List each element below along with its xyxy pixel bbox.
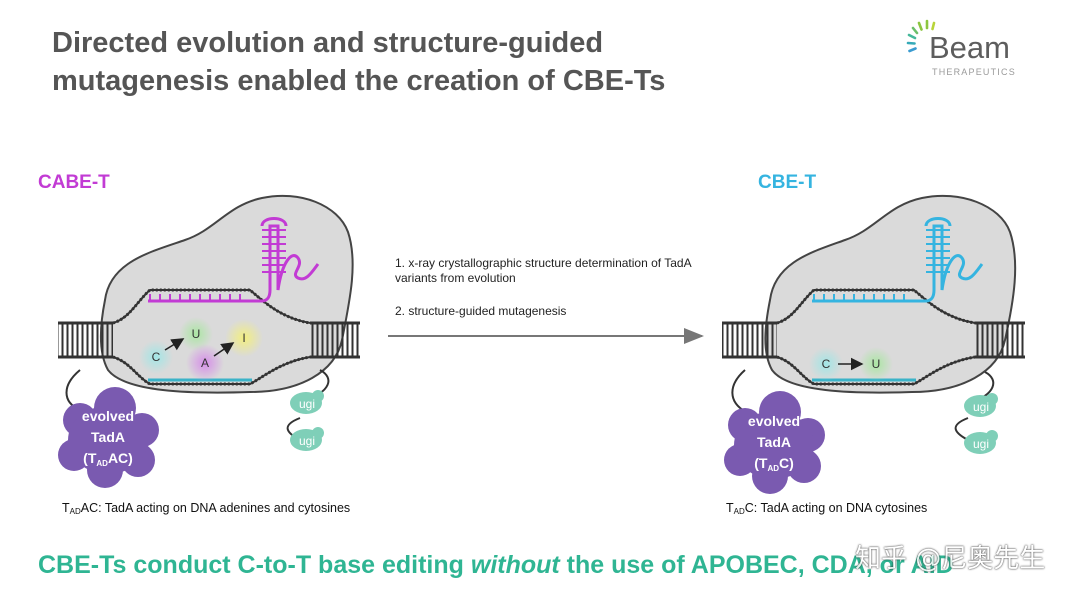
cbe-t-complex: C U evolved TadA (TADC) ugi ugi [722, 194, 1025, 494]
cabe-t-caption: TADAC: TadA acting on DNA adenines and c… [62, 501, 351, 516]
guide-rna-hairpin [262, 229, 286, 273]
cas9-protein-shape [99, 194, 354, 394]
base-i: I [242, 331, 245, 345]
guide-rna [148, 224, 320, 303]
dna-duplex-left [58, 323, 113, 357]
ugi-protein-right-1: ugi [964, 393, 998, 417]
title-line-2: mutagenesis enabled the creation of CBE-… [52, 65, 666, 97]
dna-duplex-right [310, 323, 360, 357]
step-2: 2. structure-guided mutagenesis [395, 304, 567, 318]
svg-text:ugi: ugi [299, 397, 315, 411]
evolved-tada-enzyme: evolved TadA (TADAC) [58, 387, 159, 488]
svg-text:ugi: ugi [299, 434, 315, 448]
base-c-right: C [822, 357, 831, 371]
cabe-t-title: CABE-T [38, 172, 110, 193]
svg-text:(TADC): (TADC) [754, 455, 794, 473]
logo-sunburst-icon [906, 19, 936, 53]
guide-rna-right [812, 224, 984, 303]
title-line-1: Directed evolution and structure-guided [52, 27, 604, 59]
enzyme-line-3: (TADAC) [83, 450, 133, 468]
cbe-t-title: CBE-T [758, 172, 817, 193]
logo-name: Beam [929, 30, 1010, 65]
cabe-t-complex: C U A I evolved TadA (TADAC) ugi [58, 194, 360, 488]
ugi-protein-2: ugi [290, 427, 324, 451]
process-steps: 1. x-ray crystallographic structure dete… [395, 256, 695, 337]
conclusion-statement: CBE-Ts conduct C-to-T base editing witho… [38, 551, 954, 579]
base-u: U [192, 327, 201, 341]
svg-text:evolved: evolved [748, 413, 800, 429]
svg-text:ugi: ugi [973, 400, 989, 414]
svg-text:TadA: TadA [757, 434, 791, 450]
step-1: 1. x-ray crystallographic structure dete… [395, 256, 691, 285]
cas9-protein-shape-right [764, 194, 1017, 394]
ugi-protein-1: ugi [290, 390, 324, 414]
base-c: C [152, 350, 161, 364]
beam-logo: Beam THERAPEUTICS [905, 16, 1045, 82]
enzyme-line-1: evolved [82, 408, 134, 424]
evolved-tada-enzyme-right: evolved TadA (TADC) [724, 391, 825, 494]
zhihu-watermark: 知乎 @尼奥先生 [855, 544, 1046, 574]
a-to-i-arrow [213, 342, 235, 357]
svg-text:ugi: ugi [973, 437, 989, 451]
enzyme-line-2: TadA [91, 429, 125, 445]
c-to-u-arrow [164, 338, 185, 351]
logo-subtitle: THERAPEUTICS [932, 67, 1016, 77]
base-a: A [201, 356, 209, 370]
base-u-right: U [872, 357, 881, 371]
cbe-t-caption: TADC: TadA acting on DNA cytosines [726, 501, 928, 516]
slide-title: Directed evolution and structure-guided … [52, 24, 852, 100]
ugi-protein-right-2: ugi [964, 430, 998, 454]
